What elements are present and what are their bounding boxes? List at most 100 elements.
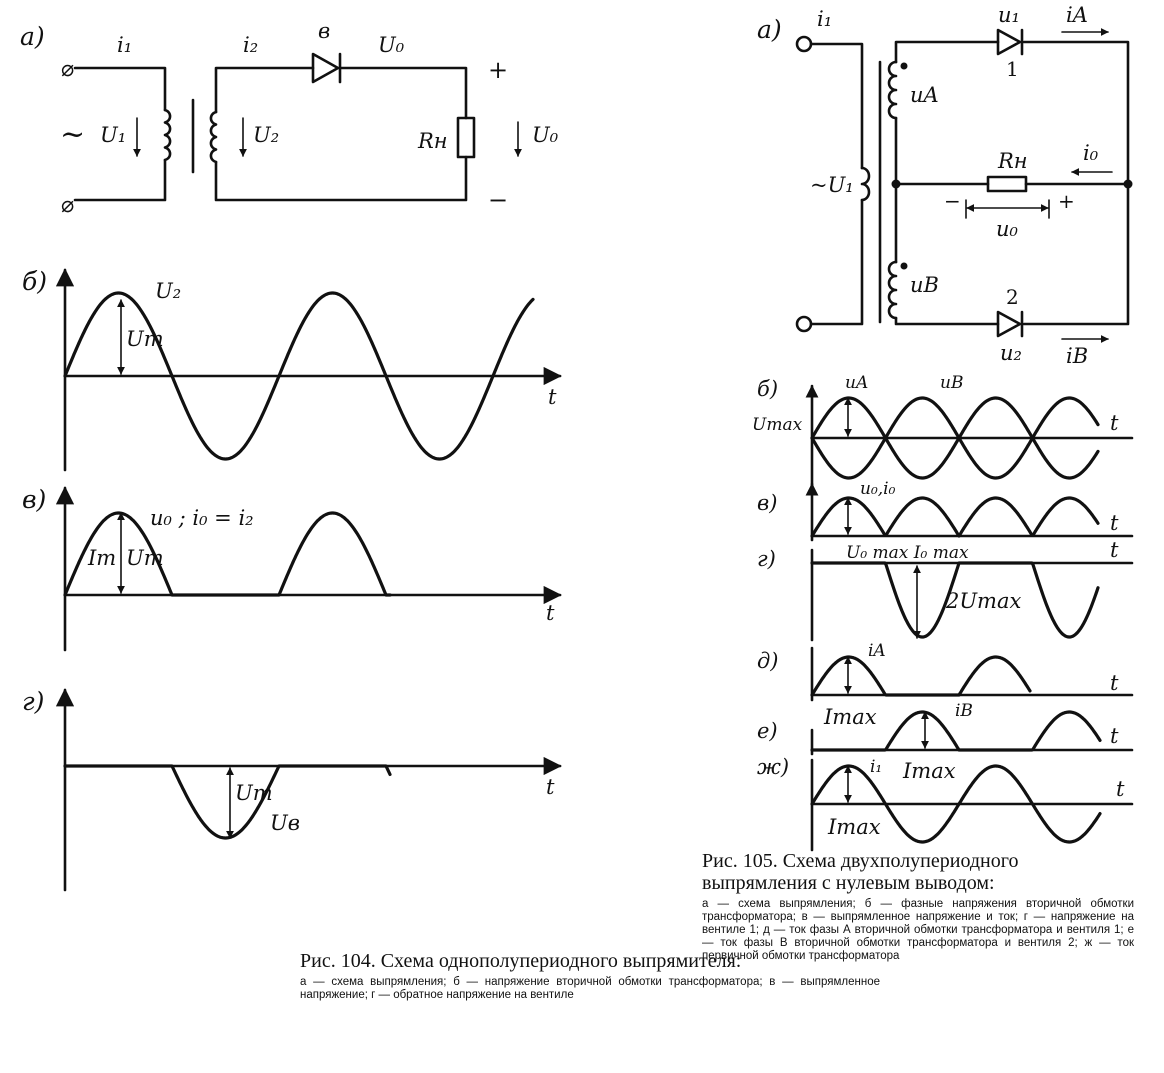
d-um-label: Um	[235, 781, 273, 805]
b5-vmax-label: Umax	[752, 415, 803, 435]
primary-wire-bottom	[73, 158, 167, 202]
d5-labels: U₀ max I₀ max	[846, 543, 969, 563]
label-ib: iB	[1066, 344, 1088, 368]
fig105-panel-d: г) U₀ max I₀ max 2Umax t	[757, 538, 1134, 642]
fig105-panel-a-circuit: а) i₁ uA uB u₁ 1 2 u₂ i	[757, 3, 1133, 368]
fig104-panel-a-circuit: а) ⌀ ⌀ i₁ i₂ в U₀ + − ~ U₁ U₂ Rн U₀	[20, 19, 559, 218]
fig104-a-letter: а)	[20, 22, 45, 51]
fig104-panel-d: г) Um Uв t	[22, 687, 562, 892]
i1-primary-current-curve	[810, 764, 1102, 844]
secondary-wire-top-left	[214, 66, 315, 114]
c-t-label: t	[546, 601, 555, 625]
secondary-wire-bottom	[214, 155, 468, 202]
fig105-panel-c: в) u₀,i₀ t	[757, 479, 1134, 542]
fig105-caption-title: Рис. 105. Схема двухполупериодного выпря…	[702, 850, 1019, 894]
c-curve-label: u₀ ; i₀ = i₂	[150, 506, 254, 530]
label-minus: −	[488, 186, 508, 214]
fig105-panel-b: б) uA uB Umax t	[752, 373, 1134, 488]
fig105-d-letter: г)	[757, 547, 776, 571]
primary-winding	[860, 166, 871, 202]
phase-a-wire	[894, 40, 1000, 64]
label-u0-right: U₀	[532, 123, 559, 147]
secondary-winding-b	[887, 260, 898, 320]
label-diode2-number: 2	[1006, 285, 1019, 309]
b-t-label: t	[548, 385, 557, 409]
primary-wire-top	[73, 66, 167, 112]
diode-2-triangle	[996, 310, 1022, 338]
b5-ub-label: uB	[940, 373, 963, 393]
f5-t-label: t	[1110, 724, 1119, 748]
label-diode1-u: u₁	[998, 3, 1020, 27]
label-valve: в	[318, 19, 330, 43]
fig104-b-letter: б)	[22, 267, 47, 296]
b5-t-label: t	[1110, 411, 1119, 435]
fig105-e-letter: д)	[757, 649, 779, 673]
terminal-top: ⌀	[61, 57, 74, 82]
primary-wire-bottom	[809, 198, 864, 326]
e5-ia-label: iA	[868, 641, 886, 661]
valve-reverse-voltage-curve	[63, 764, 392, 840]
f5-imax-label: Imax	[902, 759, 956, 783]
ac-source-symbol: ~	[60, 117, 85, 152]
ib-current-curve	[810, 710, 1102, 752]
phase-b-wire	[894, 316, 1000, 326]
b5-ua-label: uA	[845, 373, 868, 393]
load-resistor	[986, 175, 1028, 193]
load-resistor	[456, 116, 476, 159]
fig104-panel-c: в) u₀ ; i₀ = i₂ Im Um t	[22, 485, 562, 652]
terminal-bottom: ⌀	[61, 193, 74, 218]
fig104-panel-b: б) U₂ Um t	[22, 267, 562, 472]
label-u0-top: U₀	[378, 33, 405, 57]
label-plus: +	[488, 56, 508, 84]
d5-2umax-label: 2Umax	[945, 589, 1021, 613]
output-node	[1123, 179, 1133, 189]
c5-t-label: t	[1110, 511, 1119, 535]
g5-i1-label: i₁	[870, 757, 882, 777]
label-i2: i₂	[243, 33, 258, 57]
fig105-f-letter: е)	[757, 719, 778, 743]
winding-a-dot	[900, 62, 908, 70]
fig105-panel-e: д) iA Imax t	[757, 641, 1134, 729]
label-ua: uA	[910, 83, 939, 107]
fig104-d-letter: г)	[22, 687, 44, 716]
center-tap-node	[891, 179, 901, 189]
label-minus: −	[944, 189, 961, 213]
b-um-label: Um	[126, 327, 164, 351]
d-t-label: t	[546, 775, 555, 799]
fig105-caption-text: а — схема выпрямления; б — фазные напряж…	[702, 898, 1134, 962]
primary-wire-top	[809, 42, 864, 170]
e5-imax-label: Imax	[823, 705, 877, 729]
fig105-panel-g: ж) i₁ Imax t	[757, 755, 1134, 852]
label-u1: ~U₁	[810, 173, 854, 197]
u0-i0-full-wave-curve	[810, 496, 1100, 538]
diode-triangle	[311, 52, 340, 84]
label-rh: Rн	[417, 129, 448, 153]
label-u1: U₁	[100, 123, 126, 147]
fig105-g-letter: ж)	[757, 755, 789, 779]
label-u0: u₀	[996, 217, 1019, 241]
label-ub: uB	[910, 273, 939, 297]
label-diode1-number: 1	[1006, 57, 1019, 81]
diode-1-triangle	[996, 28, 1022, 56]
valve1-voltage-curve	[810, 561, 1100, 639]
fig104-caption: Рис. 104. Схема однополупериодного выпря…	[300, 950, 880, 1002]
label-i1: i₁	[117, 33, 132, 57]
u2-sine-curve	[63, 291, 535, 461]
ub-phase-curve	[810, 396, 1100, 480]
b-u2-label: U₂	[155, 279, 181, 303]
d-uv-label: Uв	[270, 811, 300, 835]
e5-t-label: t	[1110, 671, 1119, 695]
c-im-label: Im	[87, 546, 116, 570]
d5-t-label: t	[1110, 538, 1119, 562]
fig105-b-letter: б)	[757, 377, 778, 401]
secondary-winding-a	[887, 60, 898, 120]
label-plus: +	[1058, 189, 1075, 213]
secondary-wire-top-right	[338, 66, 468, 120]
primary-winding	[163, 108, 172, 162]
fig105-panel-f: е) iB Imax t	[757, 701, 1134, 783]
fig105-c-letter: в)	[757, 491, 777, 515]
c-um-label: Um	[126, 546, 164, 570]
fig104-caption-text: а — схема выпрямления; б — напряжение вт…	[300, 976, 880, 1001]
